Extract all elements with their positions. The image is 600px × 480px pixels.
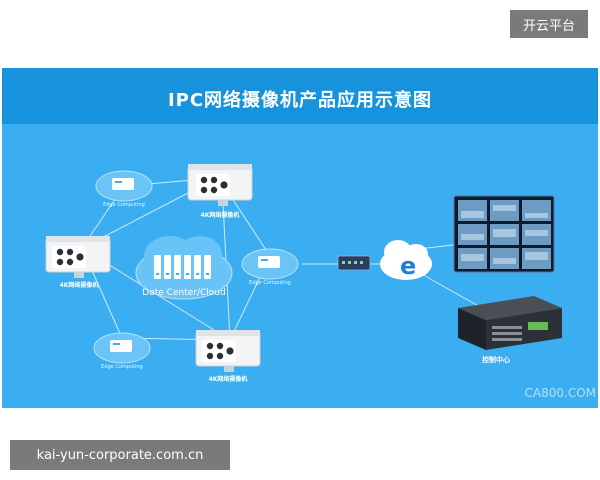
camera-icon-1 bbox=[187, 164, 253, 206]
data-center-label: Date Center/Cloud bbox=[142, 288, 226, 298]
diagram-title: IPC网络摄像机产品应用示意图 bbox=[167, 90, 433, 111]
edge-label-3: Edge Computing bbox=[101, 364, 143, 370]
camera-label-2: 4K网络摄像机 bbox=[59, 282, 99, 289]
edge-cloud-icon-2 bbox=[241, 248, 299, 280]
camera-label-3: 4K网络摄像机 bbox=[208, 376, 248, 383]
watermark-text: CA800.COM bbox=[524, 386, 596, 400]
edge-label-2: Edge Computing bbox=[249, 280, 291, 286]
camera-icon-2 bbox=[45, 236, 111, 278]
website-badge: kai-yun-corporate.com.cn bbox=[10, 440, 230, 470]
monitor-wall-icon bbox=[453, 195, 555, 273]
svg-text:e: e bbox=[400, 252, 416, 280]
edge-cloud-icon-3 bbox=[93, 332, 151, 364]
network-switch-icon bbox=[337, 255, 371, 271]
diagram-panel: IPC网络摄像机产品应用示意图 bbox=[2, 68, 598, 408]
edge-cloud-icon-1 bbox=[95, 170, 153, 202]
diagram-canvas: e bbox=[45, 164, 562, 372]
data-center-cloud-icon bbox=[135, 236, 233, 300]
camera-icon-3 bbox=[195, 330, 261, 372]
edge-label-1: Edge Computing bbox=[103, 202, 145, 208]
control-center-label: 控制中心 bbox=[482, 356, 510, 364]
link-internet-control bbox=[417, 271, 483, 309]
control-server-icon bbox=[458, 296, 562, 350]
camera-label-1: 4K网络摄像机 bbox=[200, 212, 240, 219]
internet-icon: e bbox=[380, 240, 432, 280]
diagram-header bbox=[2, 68, 598, 124]
platform-badge: 开云平台 bbox=[510, 10, 588, 38]
